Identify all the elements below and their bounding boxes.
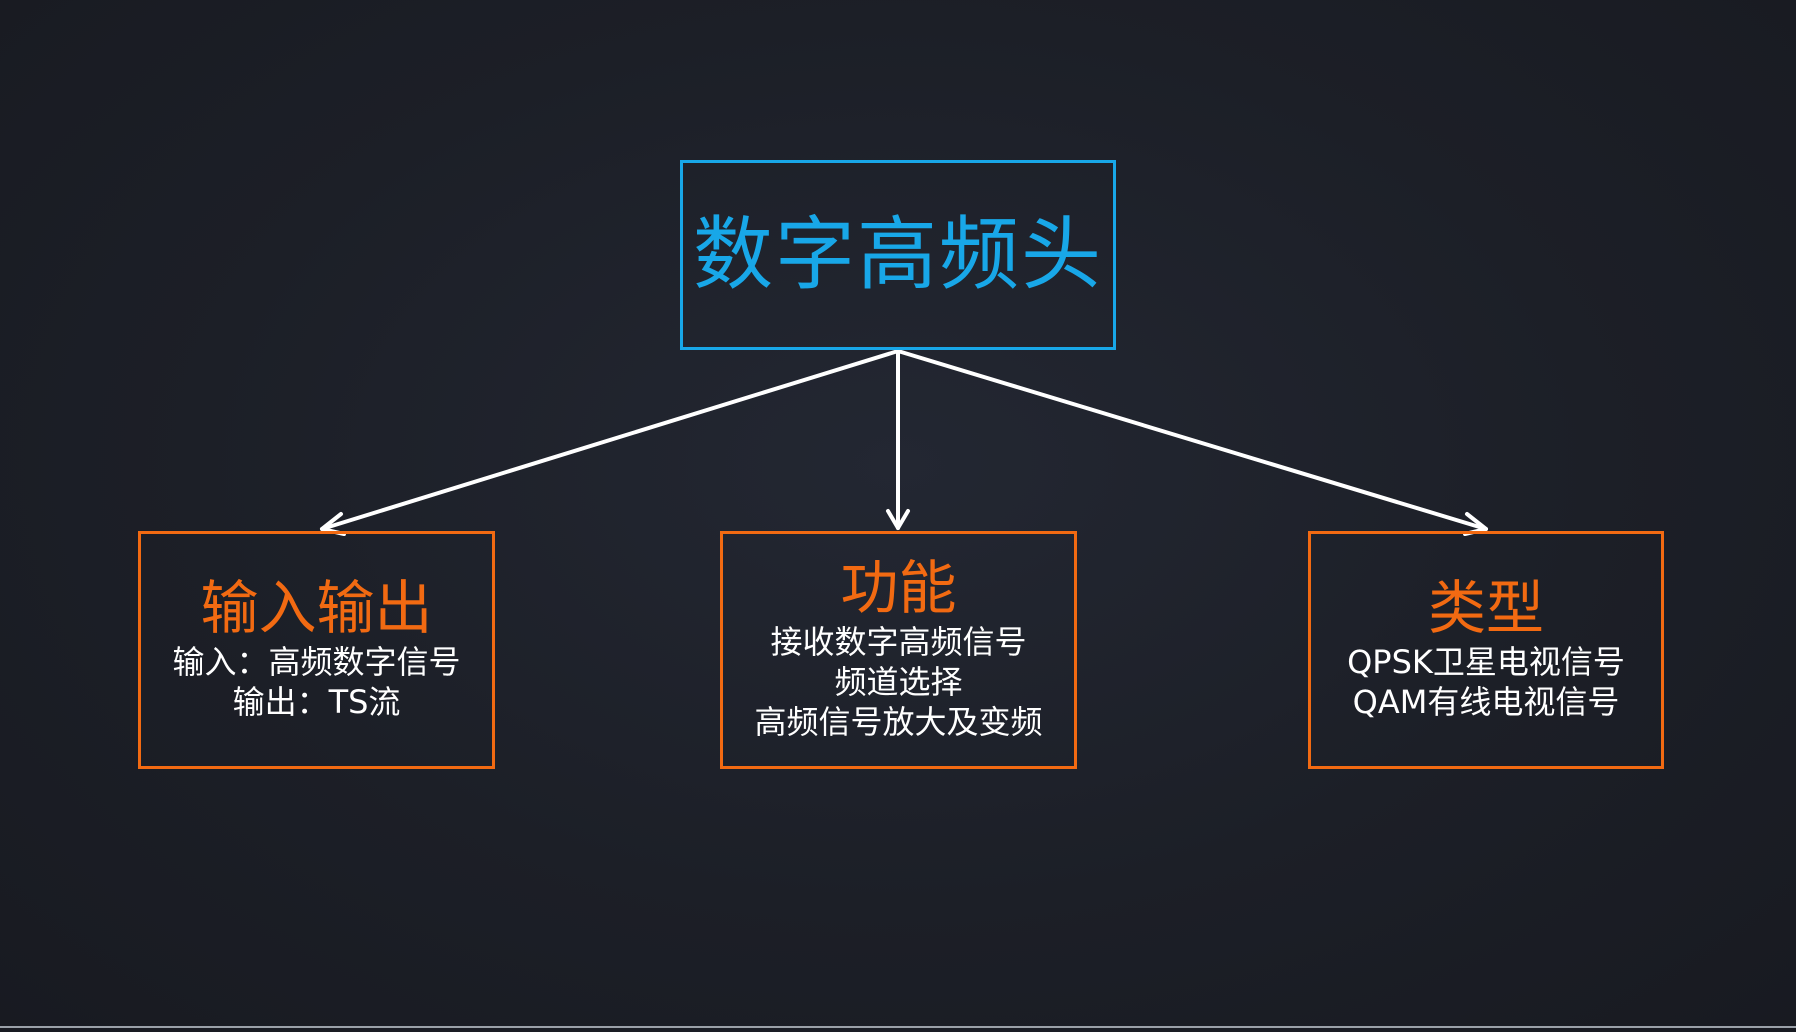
- root-node: 数字高频头: [680, 160, 1116, 350]
- node-line: 频道选择: [834, 663, 963, 702]
- connector-root-to-type: [896, 349, 1488, 531]
- node-line: QPSK卫星电视信号: [1347, 643, 1625, 682]
- node-input-output: 输入输出 输入：高频数字信号 输出：TS流: [138, 531, 495, 769]
- node-function: 功能 接收数字高频信号 频道选择 高频信号放大及变频: [720, 531, 1077, 769]
- connector-root-to-io: [320, 349, 900, 531]
- root-title: 数字高频头: [693, 208, 1103, 301]
- node-title: 功能: [840, 553, 957, 622]
- node-type: 类型 QPSK卫星电视信号 QAM有线电视信号: [1308, 531, 1664, 769]
- node-line: 接收数字高频信号: [770, 623, 1027, 662]
- node-line: 输入：高频数字信号: [172, 643, 461, 682]
- bottom-divider: [0, 1026, 1796, 1028]
- node-line: 输出：TS流: [232, 683, 401, 722]
- node-line: QAM有线电视信号: [1352, 683, 1620, 722]
- arrowhead-function: [886, 509, 910, 530]
- node-title: 输入输出: [200, 573, 433, 642]
- node-line: 高频信号放大及变频: [754, 703, 1043, 742]
- node-title: 类型: [1427, 573, 1544, 642]
